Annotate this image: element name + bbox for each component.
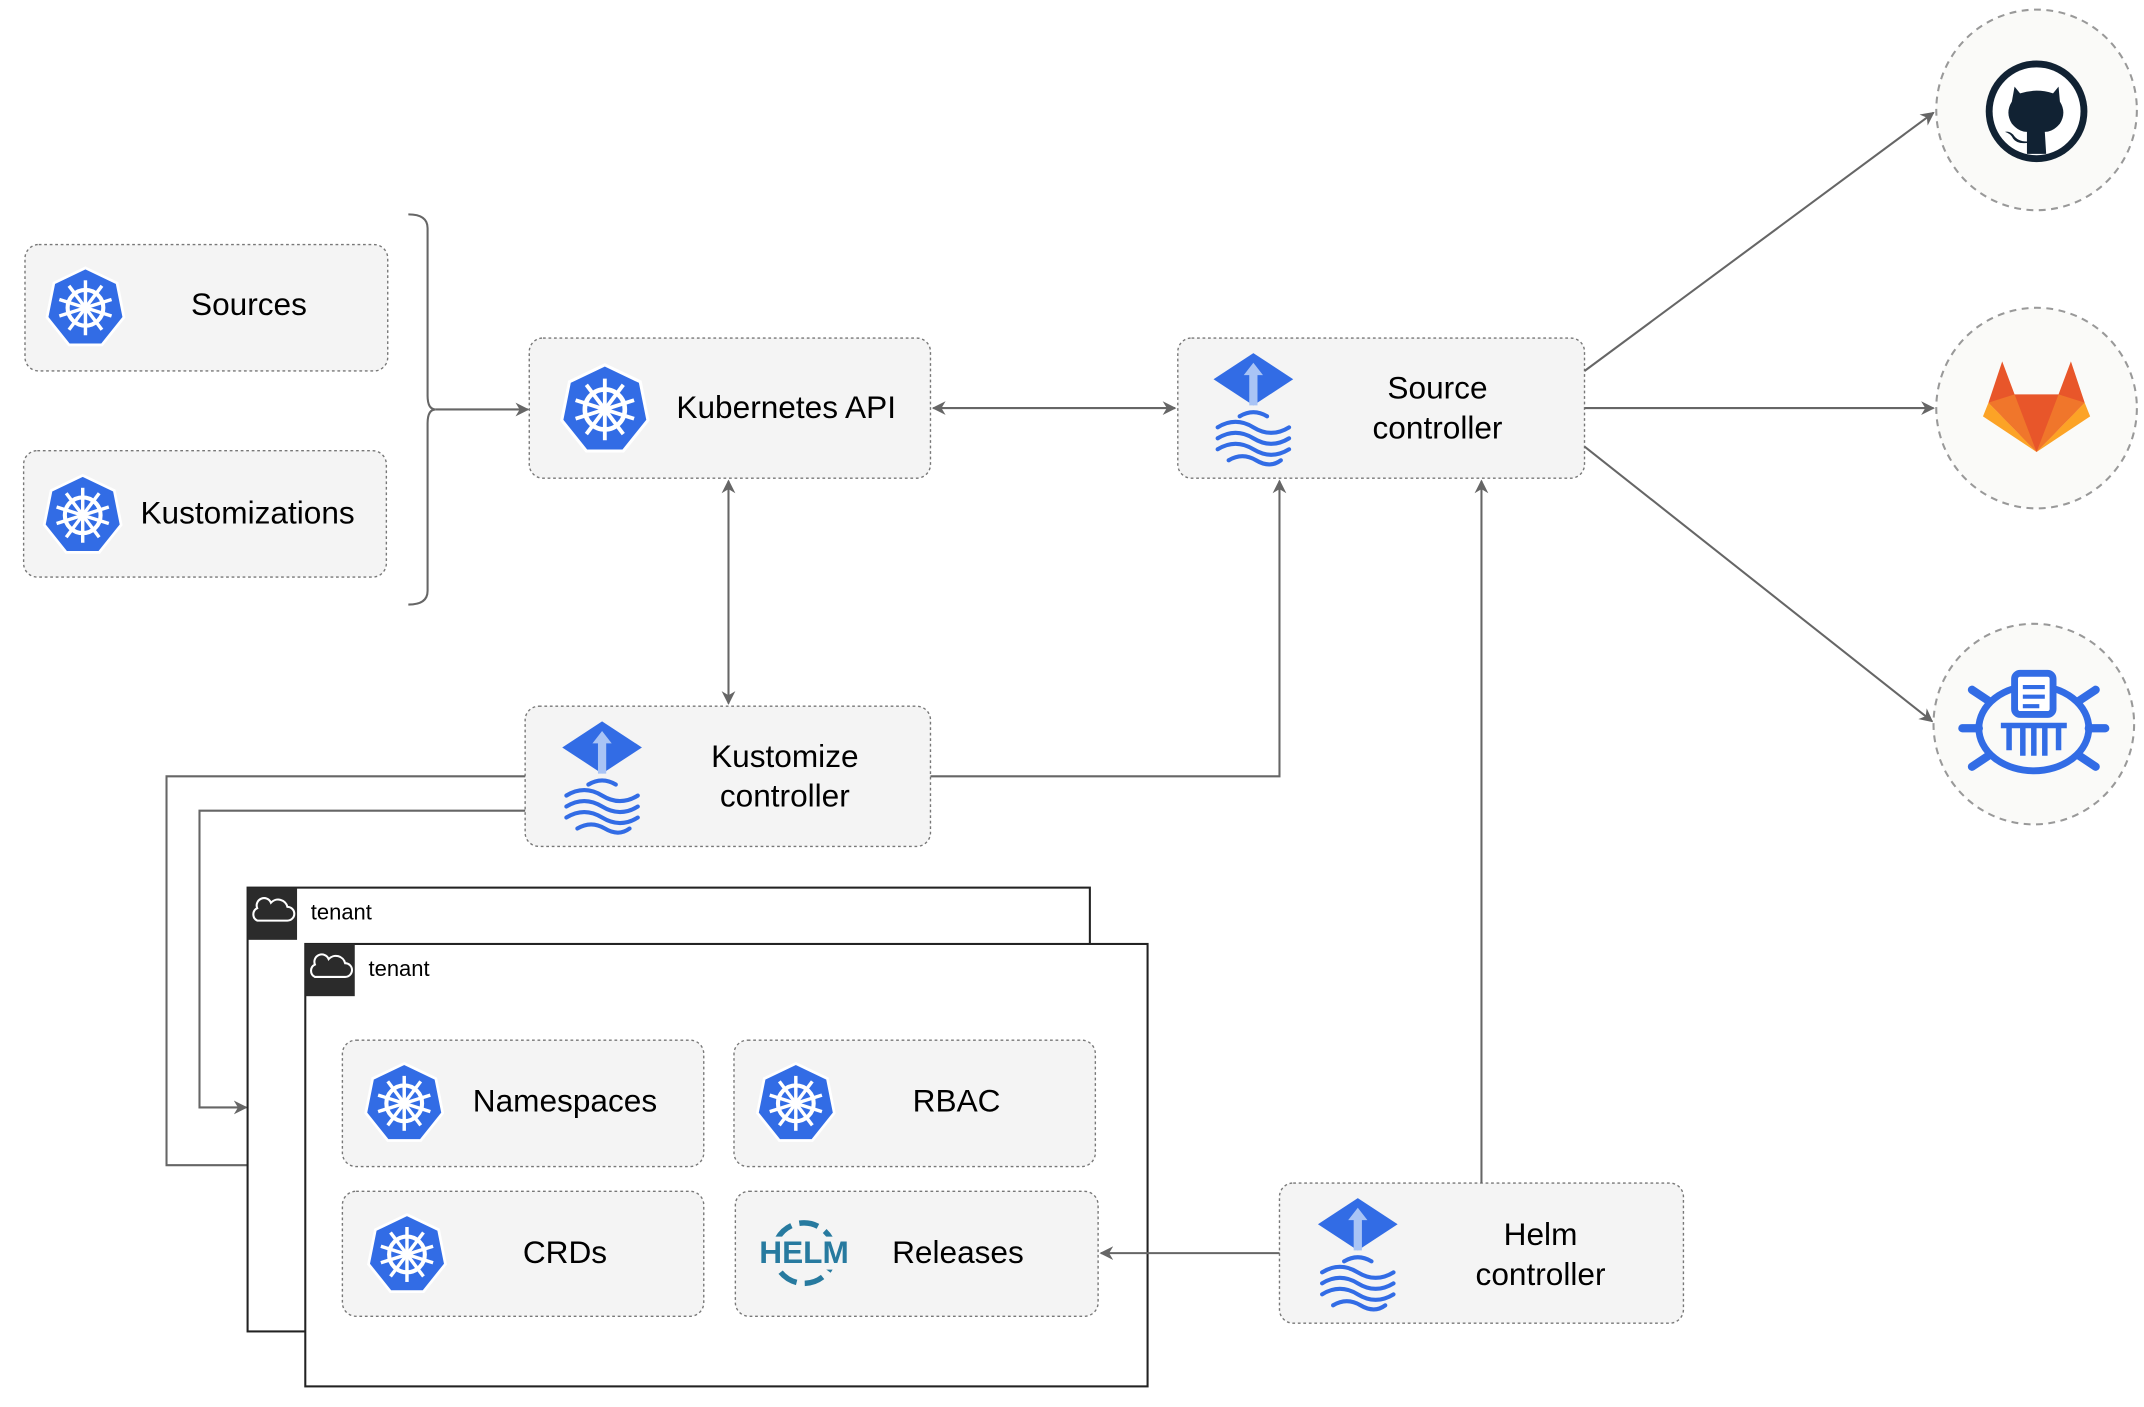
kubernetes-api-node[interactable]: Kubernetes API [528, 337, 932, 479]
edge-kustomize-to-source-controller [930, 479, 1287, 778]
helm-repository-node[interactable] [1932, 622, 2136, 826]
kustomize-controller-label-line2: controller [720, 778, 850, 814]
kubernetes-icon [366, 1063, 443, 1140]
rbac-label: RBAC [913, 1083, 1001, 1119]
kubernetes-icon [47, 268, 124, 345]
releases-label: Releases [892, 1234, 1024, 1270]
tenant-label: tenant [369, 956, 430, 981]
kubernetes-icon [562, 365, 648, 451]
edge-kustomize-to-tenant-front [165, 775, 526, 1173]
source-controller-node[interactable]: Source controller [1177, 337, 1586, 479]
kustomizations-label: Kustomizations [140, 495, 354, 531]
helm-controller-node[interactable]: Helm controller [1278, 1182, 1685, 1324]
sources-node[interactable]: Sources [24, 243, 389, 372]
source-controller-label-line1: Source [1387, 370, 1487, 406]
helm-repository-icon [1958, 669, 2110, 775]
releases-node[interactable]: HELM Releases [734, 1190, 1099, 1318]
curly-bracket [408, 213, 436, 606]
kubernetes-icon [757, 1063, 834, 1140]
namespaces-node[interactable]: Namespaces [341, 1039, 705, 1168]
kustomize-controller-node[interactable]: Kustomize controller [524, 705, 932, 848]
tenant-label: tenant [311, 900, 372, 925]
kubernetes-icon [44, 475, 121, 552]
crds-label: CRDs [523, 1234, 607, 1270]
edge-to-github [1583, 111, 1935, 372]
kustomize-controller-label-line1: Kustomize [711, 738, 858, 774]
gitlab-node[interactable] [1935, 306, 2138, 510]
kubernetes-icon [369, 1215, 446, 1292]
source-controller-label-line2: controller [1373, 409, 1503, 445]
github-node[interactable] [1935, 8, 2138, 212]
kustomizations-node[interactable]: Kustomizations [22, 449, 388, 578]
rbac-node[interactable]: RBAC [733, 1039, 1097, 1168]
helm-icon: HELM [755, 1220, 853, 1287]
helm-controller-label-line2: controller [1476, 1256, 1606, 1292]
sources-label: Sources [191, 286, 307, 322]
namespaces-label: Namespaces [473, 1083, 657, 1119]
helm-controller-label-line1: Helm [1504, 1216, 1578, 1252]
kubernetes-api-label: Kubernetes API [676, 389, 896, 425]
github-icon [1985, 60, 2088, 163]
svg-text:HELM: HELM [759, 1234, 849, 1270]
gitlab-icon [1982, 361, 2091, 453]
cloud-icon [304, 942, 356, 998]
edge-kustomize-to-tenant-back [198, 809, 526, 1115]
edge-to-helm-repository [1583, 445, 1934, 723]
cloud-icon [246, 886, 299, 941]
crds-node[interactable]: CRDs [341, 1190, 705, 1318]
